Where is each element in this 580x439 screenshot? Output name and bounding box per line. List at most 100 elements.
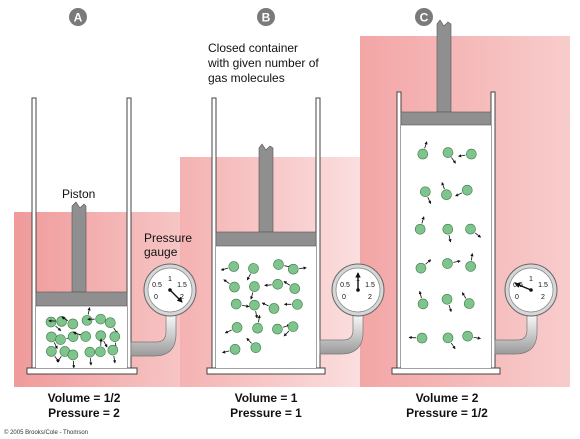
gas-molecule: [283, 299, 303, 310]
gas-molecule: [462, 330, 481, 342]
gas-molecule: [442, 258, 461, 269]
gas-molecule: [272, 323, 291, 335]
gas-molecule: [246, 263, 259, 281]
gauge-tick-label: 0: [515, 294, 519, 301]
panel-b: [206, 97, 364, 375]
cylinder-c-right-wall: [490, 91, 496, 371]
gas-molecule: [72, 331, 92, 342]
gas-molecule: [46, 346, 60, 363]
gauge-pivot: [356, 288, 360, 292]
pressure-label-b: Pressure = 1: [230, 406, 302, 420]
pressure-gauge-label-line2: gauge: [144, 245, 178, 259]
pressure-label-a: Pressure = 2: [48, 406, 120, 420]
gas-molecule: [220, 261, 240, 272]
gas-molecule: [442, 332, 456, 350]
container-label-line1: Closed container: [208, 41, 298, 55]
gas-molecule: [283, 281, 301, 294]
gas-molecule: [417, 290, 429, 310]
container-label-line2: with given number of: [207, 56, 319, 70]
gauge-tick-label: 1.5: [365, 282, 375, 289]
piston-head-a: [35, 291, 128, 307]
gas-molecule: [283, 321, 299, 337]
gauge-tick-label: 2: [368, 294, 372, 301]
piston-rod-c: [436, 19, 452, 113]
gauge-tick-label: 0.5: [340, 282, 350, 289]
gas-molecule: [84, 346, 96, 366]
badge-b-label: B: [262, 11, 271, 25]
gas-molecule: [252, 314, 263, 334]
pressure-gauge-b: 10.51.502: [331, 263, 385, 317]
piston-head-b: [215, 231, 317, 247]
cylinder-c-left-wall: [396, 91, 402, 371]
gauge-tick-label: 1: [529, 276, 533, 283]
piston-label: Piston: [62, 187, 95, 201]
panel-a: [26, 97, 177, 375]
gas-molecule: [441, 181, 452, 201]
gauge-tick-label: 2: [541, 294, 545, 301]
gas-molecule: [221, 344, 241, 355]
gas-molecule: [230, 298, 250, 310]
gas-molecule: [408, 332, 428, 344]
cylinder-c-base: [391, 367, 501, 375]
gas-molecule: [261, 302, 280, 314]
gas-molecule: [95, 338, 106, 358]
molecules-b: [220, 259, 307, 355]
molecules-c: [408, 141, 482, 350]
badge-c-label: C: [420, 11, 429, 25]
container-label-line3: gas molecules: [208, 71, 285, 85]
panel-c: [391, 19, 538, 375]
gas-molecule: [246, 337, 262, 353]
gas-molecule: [442, 223, 454, 243]
gas-molecule: [107, 344, 119, 364]
molecules-a: [45, 307, 121, 369]
volume-label-a: Volume = 1/2: [48, 391, 121, 405]
cylinder-b-right-wall: [315, 97, 321, 371]
gauge-pivot: [168, 288, 172, 292]
gauge-pivot: [529, 288, 533, 292]
cylinder-b-base: [206, 367, 326, 375]
volume-label-c: Volume = 2: [416, 391, 479, 405]
gas-molecule: [288, 263, 307, 275]
gas-molecule: [465, 223, 482, 238]
gauge-tick-label: 0: [342, 294, 346, 301]
pressure-label-c: Pressure = 1/2: [406, 406, 488, 420]
gas-molecule: [224, 322, 243, 334]
copyright-notice: © 2005 Brooks/Cole - Thomson: [4, 429, 88, 436]
gauge-tick-label: 1.5: [177, 282, 187, 289]
piston-rod-a: [71, 201, 87, 293]
gas-molecule: [414, 216, 426, 235]
gas-molecule: [264, 278, 283, 290]
gas-molecule: [249, 299, 260, 319]
badge-b: B: [257, 8, 275, 26]
gas-molecule: [415, 259, 432, 274]
gauge-tick-label: 1: [168, 276, 172, 283]
gas-molecule: [441, 293, 453, 313]
cylinder-a-right-wall: [126, 97, 132, 371]
gas-molecule: [417, 141, 429, 160]
gas-molecule: [67, 349, 79, 369]
gas-molecule: [105, 317, 118, 335]
gauge-needle: [169, 289, 183, 303]
gauge-tick-label: 1.5: [538, 282, 548, 289]
cylinder-a-left-wall: [31, 97, 37, 371]
gas-chamber-c: [401, 125, 491, 368]
gas-molecule: [461, 292, 475, 309]
gauge-needle: [514, 282, 532, 291]
gauge-tick-label: 0.5: [152, 282, 162, 289]
piston-rod-b: [258, 143, 274, 233]
piston-head-c: [400, 111, 492, 126]
pressure-gauge-label-line1: Pressure: [144, 231, 192, 245]
gas-molecule: [95, 330, 108, 348]
volume-label-b: Volume = 1: [235, 391, 298, 405]
cylinder-b-left-wall: [211, 97, 217, 371]
gas-molecule: [420, 186, 432, 205]
badge-a-label: A: [74, 11, 83, 25]
gas-molecule: [457, 148, 477, 160]
gas-molecule: [61, 316, 79, 330]
gas-molecule: [455, 184, 473, 197]
badge-a: A: [69, 8, 87, 26]
